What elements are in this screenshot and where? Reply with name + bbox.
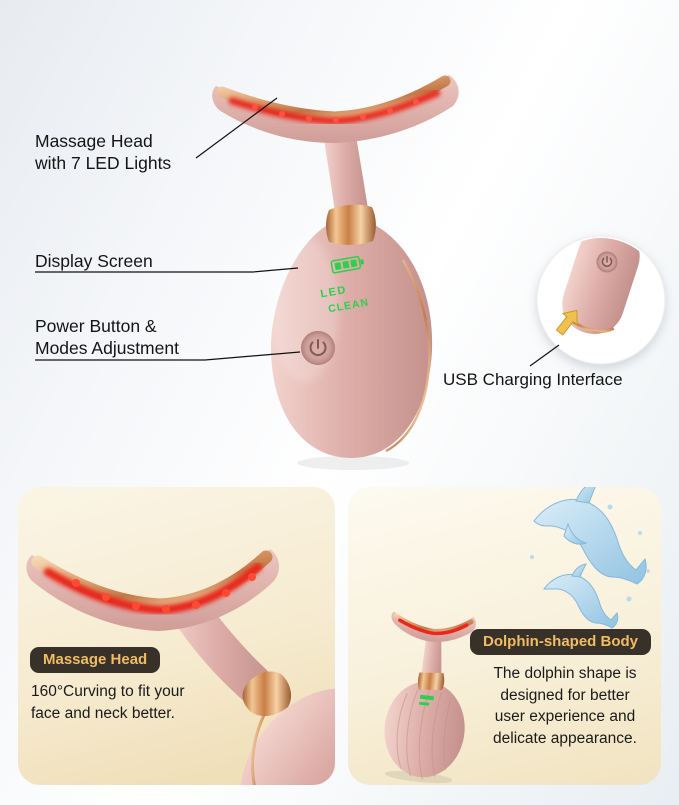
closeup-led-strip xyxy=(43,562,263,615)
callout-line-massage-head xyxy=(195,97,278,159)
usb-inset xyxy=(536,235,666,365)
rose-gold-collar xyxy=(326,204,376,245)
massage-head-badge: Massage Head xyxy=(30,647,161,673)
device-shadow xyxy=(297,456,409,470)
dolphin-panel-art xyxy=(384,487,650,784)
callout-line-usb xyxy=(529,344,560,367)
small-device-head xyxy=(391,611,476,642)
power-button xyxy=(301,331,335,365)
display-screen-label: Display Screen xyxy=(35,251,153,271)
dolphin-illustration xyxy=(530,487,650,629)
device-body xyxy=(270,217,433,458)
massage-head xyxy=(212,75,459,143)
power-button-label: Power Button & Modes Adjustment xyxy=(35,316,179,358)
up-arrow-icon xyxy=(555,309,578,336)
closeup-led-lights xyxy=(72,573,256,613)
massage-head-label: Massage Head with 7 LED Lights xyxy=(35,131,172,173)
display-led-text: LED xyxy=(320,284,348,300)
callout-line-power xyxy=(35,351,301,361)
massage-head-panel: Massage Head 160°Curving to fit your fac… xyxy=(18,487,335,785)
inset-power-icon xyxy=(601,255,613,267)
water-droplets xyxy=(530,504,650,602)
battery-level-icon xyxy=(330,255,365,274)
massage-head-description: 160°Curving to fit your face and neck be… xyxy=(31,683,185,722)
dolphin-body-description: The dolphin shape is designed for better… xyxy=(493,665,637,747)
product-photo-main: LED CLEAN xyxy=(35,75,666,470)
closeup-head xyxy=(26,549,280,631)
dolphin-body-panel: Dolphin-shaped Body The dolphin shape is… xyxy=(348,487,661,785)
small-device-display xyxy=(419,694,434,706)
led-lights xyxy=(252,99,419,123)
power-icon xyxy=(309,339,327,357)
massage-head-closeup xyxy=(26,549,335,785)
dolphin-body-badge: Dolphin-shaped Body xyxy=(470,629,651,655)
callout-line-display xyxy=(35,267,299,273)
usb-charging-label: USB Charging Interface xyxy=(443,370,623,389)
device-neck xyxy=(324,130,368,212)
callout-lines xyxy=(35,97,560,367)
small-device xyxy=(384,611,476,784)
